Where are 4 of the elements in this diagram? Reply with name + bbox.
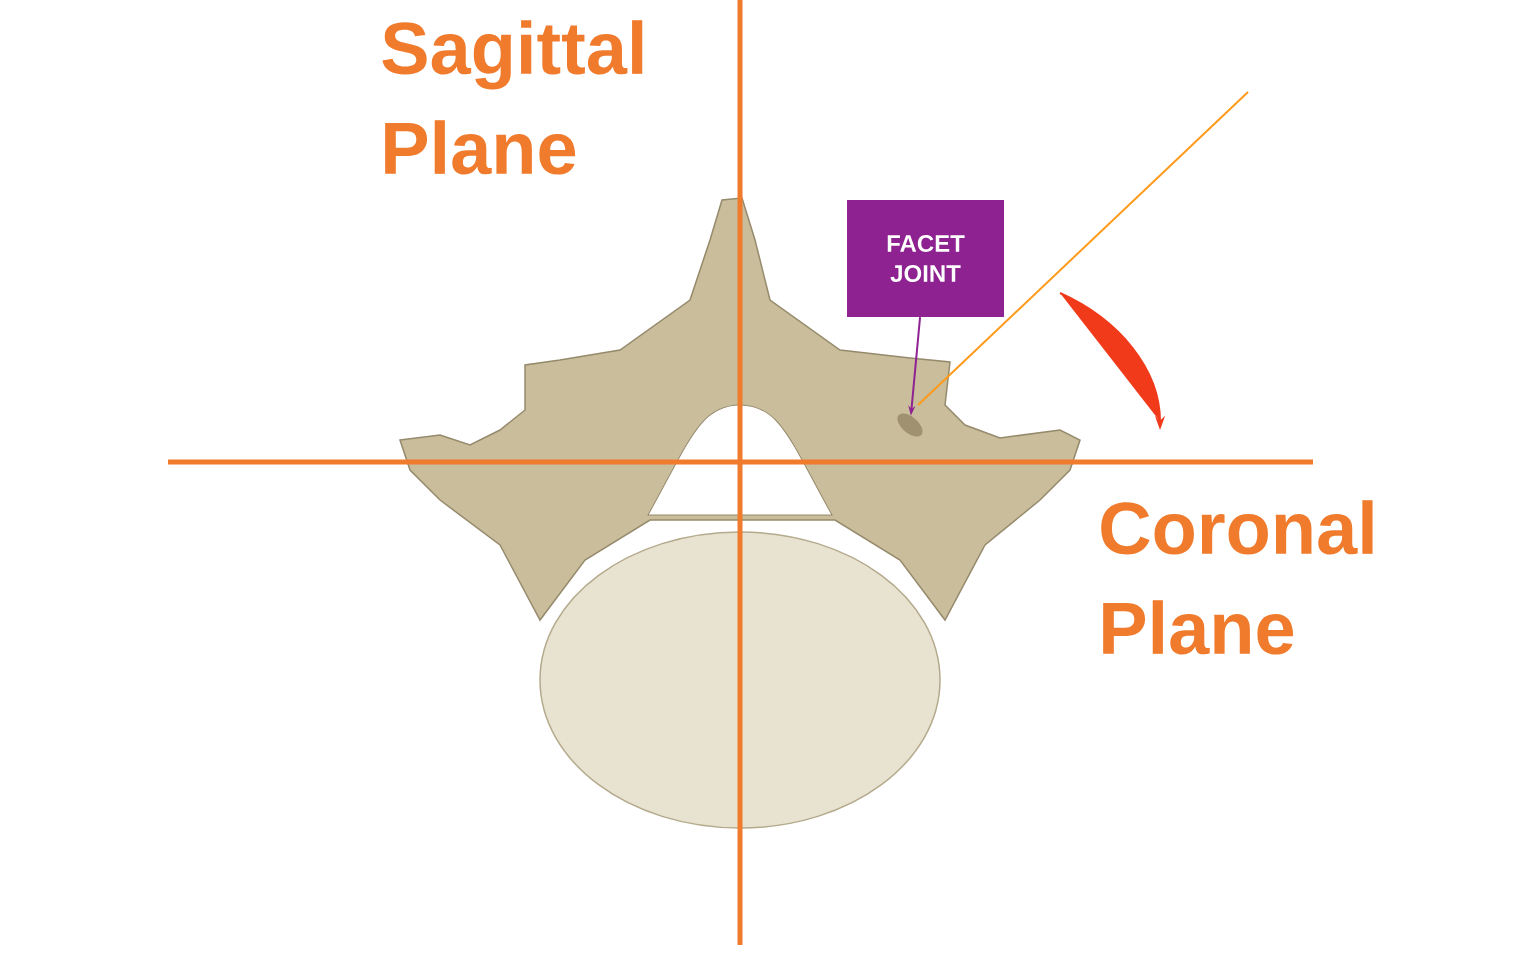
label-box: FACET JOINT <box>847 200 1004 317</box>
plane-label: Coronal Plane <box>1101 500 1373 655</box>
plane-label: Sagittal Plane <box>382 20 643 175</box>
facet-joint-surface <box>897 413 923 437</box>
